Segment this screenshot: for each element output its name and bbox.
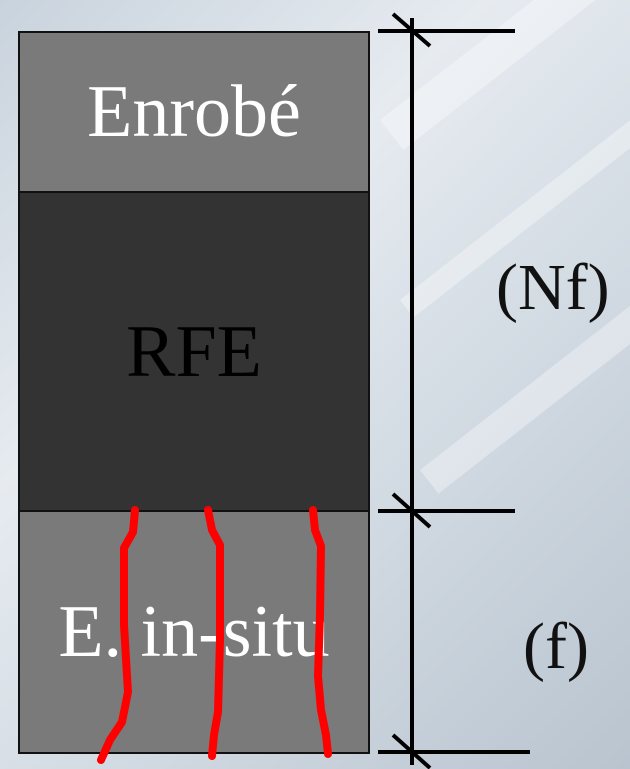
lower-dimension-label: (f) <box>523 610 589 683</box>
enrobe-label: Enrobé <box>87 71 301 153</box>
insitu-layer: E. in-situ <box>18 510 370 754</box>
upper-dimension-label: (Nf) <box>496 251 610 324</box>
insitu-label: E. in-situ <box>58 591 330 673</box>
enrobe-layer: Enrobé <box>18 31 370 193</box>
rfe-label: RFE <box>126 310 262 393</box>
rfe-layer: RFE <box>18 191 370 512</box>
background-streak <box>380 0 630 150</box>
